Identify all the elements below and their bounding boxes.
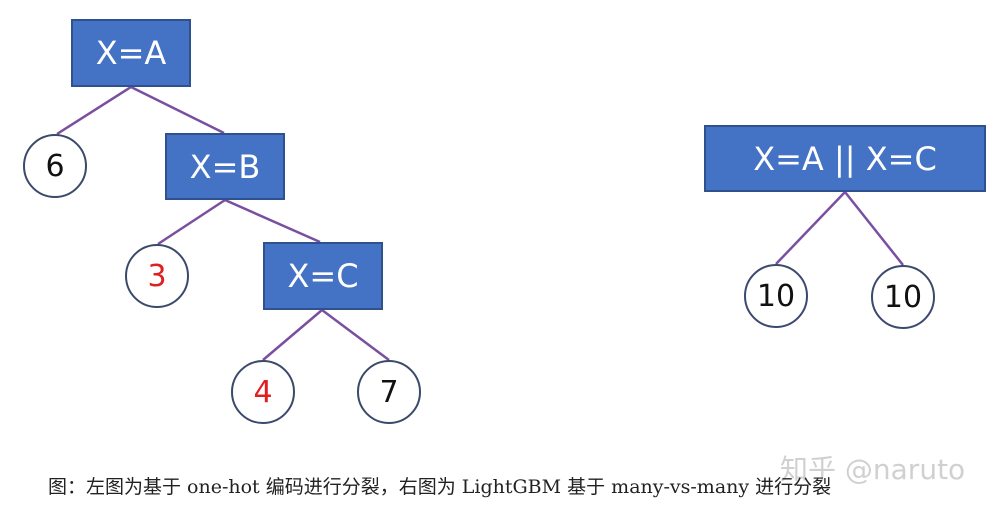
edge-b-c xyxy=(224,198,321,244)
caption: 图：左图为基于 one-hot 编码进行分裂，右图为 LightGBM 基于 m… xyxy=(48,476,832,498)
edge-r-right xyxy=(844,191,904,266)
watermark: 知乎 @naruto xyxy=(780,453,966,486)
edge-a-b xyxy=(130,85,225,135)
leaf-6: 6 xyxy=(23,134,87,198)
node-x-eq-a-or-c: X=A || X=C xyxy=(704,125,986,192)
edge-r-left xyxy=(775,191,846,265)
node-x-eq-b: X=B xyxy=(165,133,285,200)
node-x-eq-c: X=C xyxy=(263,242,383,310)
edge-b-3 xyxy=(157,198,226,246)
edge-a-6 xyxy=(56,85,132,136)
leaf-3: 3 xyxy=(125,244,189,308)
leaf-10-left: 10 xyxy=(744,264,808,328)
leaf-7: 7 xyxy=(357,360,421,424)
edge-c-4 xyxy=(262,309,323,361)
node-x-eq-a: X=A xyxy=(71,19,191,87)
leaf-4: 4 xyxy=(231,360,295,424)
leaf-10-right: 10 xyxy=(871,265,935,329)
edge-c-7 xyxy=(321,308,390,362)
